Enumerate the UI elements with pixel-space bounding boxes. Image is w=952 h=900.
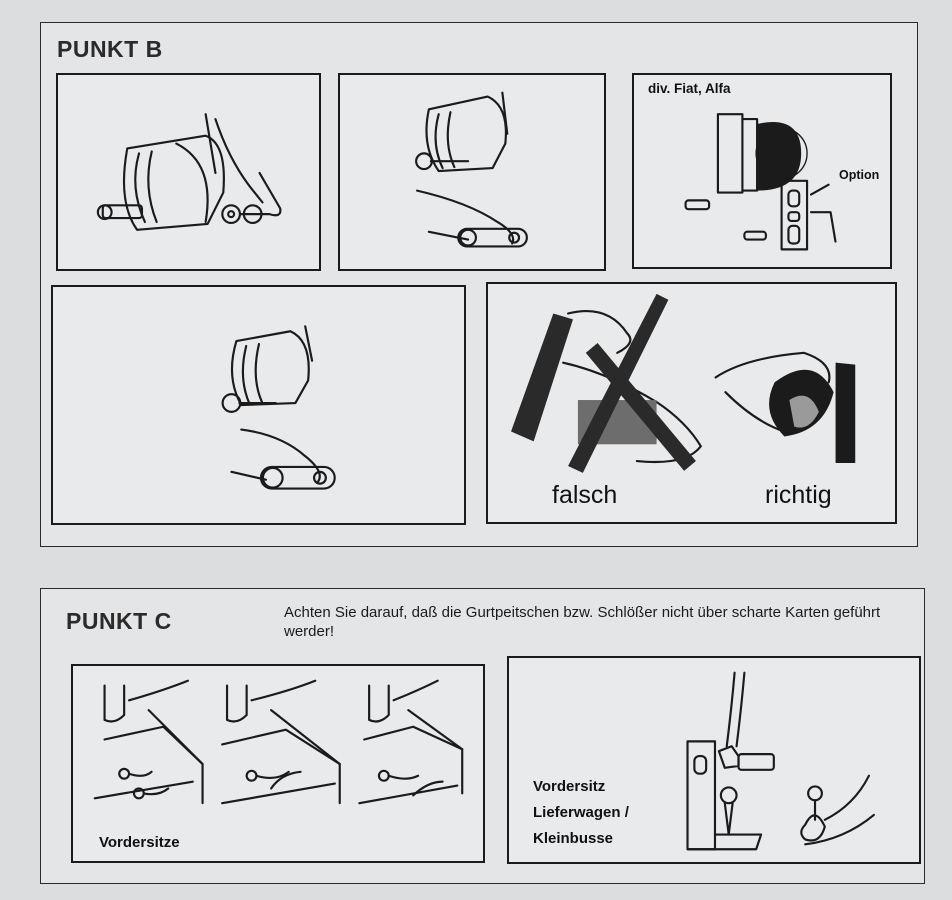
punkt-c-heading: PUNKT C bbox=[66, 608, 172, 634]
falsch-label: falsch bbox=[552, 481, 618, 509]
retractor-illustration-1 bbox=[96, 113, 282, 231]
vordersitze-illustration bbox=[93, 679, 464, 805]
panel-retractor-bolt-assembly bbox=[56, 73, 321, 271]
option-label: Option bbox=[839, 168, 880, 182]
retractor-illustration-3 bbox=[221, 325, 336, 490]
vordersitz-line-1: Vordersitz bbox=[533, 778, 606, 795]
richtig-label: richtig bbox=[765, 481, 832, 509]
vordersitze-label: Vordersitze bbox=[99, 834, 180, 851]
panel-retractor-belt-loop bbox=[338, 73, 606, 271]
panel-retractor-side-view bbox=[51, 285, 466, 525]
panel-fiat-alfa-option: div. Fiat, Alfa Option bbox=[632, 73, 892, 269]
fiat-alfa-label: div. Fiat, Alfa bbox=[648, 81, 731, 96]
vordersitz-line-3: Kleinbusse bbox=[533, 830, 614, 847]
panel-vordersitz-lieferwagen: Vordersitz Lieferwagen / Kleinbusse bbox=[507, 656, 921, 864]
vordersitz-line-2: Lieferwagen / bbox=[533, 804, 629, 821]
panel-vordersitze: Vordersitze bbox=[71, 664, 485, 863]
punkt-b-heading: PUNKT B bbox=[57, 36, 163, 62]
falsch-richtig-illustration bbox=[511, 293, 856, 473]
lieferwagen-illustration bbox=[686, 671, 875, 851]
fiat-alfa-illustration bbox=[684, 113, 837, 251]
punkt-c-warning-note: Achten Sie darauf, daß die Gurtpeitschen… bbox=[284, 604, 881, 640]
retractor-illustration-2 bbox=[415, 91, 528, 248]
panel-falsch-richtig: falsch richtig bbox=[486, 282, 897, 524]
